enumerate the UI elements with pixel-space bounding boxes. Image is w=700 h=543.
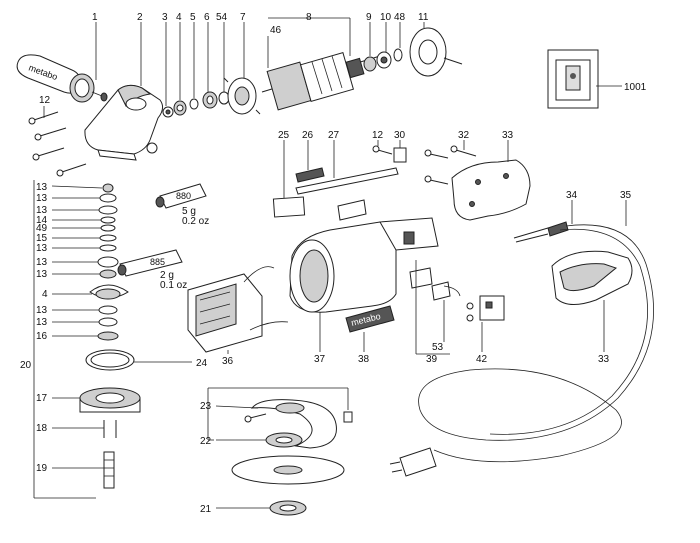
spindle-callout-4: 4 [42, 289, 48, 300]
spindle-callout-18: 18 [36, 423, 48, 434]
armature [261, 52, 381, 111]
rear-cover [424, 145, 531, 221]
grease-tube-880: 880 [155, 183, 207, 209]
screws-12-group [28, 111, 87, 177]
spindle-callout-13-d: 13 [36, 243, 48, 254]
callout-9: 9 [366, 12, 372, 23]
motor-housing [289, 217, 439, 313]
tube-885-label: 885 [150, 257, 165, 267]
callout-1001: 1001 [624, 82, 647, 93]
power-cable [389, 221, 654, 477]
rear-bearing-group [363, 48, 403, 72]
brush-holder-parts [272, 167, 399, 221]
callout-11: 11 [418, 12, 429, 23]
wheel-guard [244, 399, 353, 449]
inset-1001 [547, 49, 599, 109]
callout-5: 5 [190, 12, 196, 23]
screw-and-clip [372, 145, 407, 163]
callout-36: 36 [222, 356, 234, 367]
callout-34: 34 [566, 190, 578, 201]
suppressor [466, 295, 505, 322]
callout-30: 30 [394, 130, 406, 141]
spindle-callout-13-h: 13 [36, 317, 48, 328]
spindle-callout-20: 20 [20, 360, 32, 371]
callout-25: 25 [278, 130, 290, 141]
switch-parts [409, 267, 461, 301]
spindle-callout-24: 24 [196, 358, 208, 369]
tube-885-amount-g: 2 g [160, 270, 174, 281]
callout-10: 10 [380, 12, 392, 23]
spindle-stack [79, 183, 141, 489]
callout-26: 26 [302, 130, 314, 141]
callout-8: 8 [306, 12, 312, 23]
callout-37: 37 [314, 354, 326, 365]
tube-885-amount-oz: 0.1 oz [160, 280, 187, 291]
spindle-callout-13-b: 13 [36, 193, 48, 204]
spindle-callout-15: 15 [36, 233, 48, 244]
callout-38: 38 [358, 354, 370, 365]
callout-7: 7 [240, 12, 246, 23]
brand-label: metabo [345, 305, 395, 333]
small-bearings-group [162, 91, 230, 118]
callout-33-bottom: 33 [598, 354, 610, 365]
spindle-callout-13-g: 13 [36, 305, 48, 316]
bearing-flange [223, 77, 261, 115]
callout-23: 23 [200, 401, 212, 412]
fan-baffle [409, 27, 463, 77]
clamping-nut [269, 500, 307, 516]
callout-27: 27 [328, 130, 340, 141]
field-coil [187, 266, 289, 353]
callout-21: 21 [200, 504, 212, 515]
callout-4: 4 [176, 12, 182, 23]
spindle-callout-13-a: 13 [36, 182, 48, 193]
callout-33-top: 33 [502, 130, 514, 141]
spindle-callout-19: 19 [36, 463, 48, 474]
grease-tube-885: 885 [117, 249, 183, 277]
tube-880-amount-g: 5 g [182, 206, 196, 217]
callout-46: 46 [270, 25, 282, 36]
callout-32: 32 [458, 130, 470, 141]
callout-53: 53 [432, 342, 444, 353]
spindle-callout-14: 14 [36, 215, 48, 226]
callout-12-left: 12 [39, 95, 51, 106]
callout-12-middle: 12 [372, 130, 384, 141]
clamping-flange [265, 432, 303, 448]
callout-42: 42 [476, 354, 488, 365]
spindle-callout-17: 17 [36, 393, 48, 404]
callout-6: 6 [204, 12, 210, 23]
rear-handle-cover [551, 250, 633, 305]
spindle-callout-13-f: 13 [36, 269, 48, 280]
callout-54: 54 [216, 12, 228, 23]
spindle-callout-13-c: 13 [36, 205, 48, 216]
callout-39: 39 [426, 354, 438, 365]
callout-1: 1 [92, 12, 98, 23]
grinding-disc [231, 455, 345, 485]
tube-880-amount-oz: 0.2 oz [182, 216, 209, 227]
callout-3: 3 [162, 12, 168, 23]
spindle-callout-16: 16 [36, 331, 48, 342]
side-handle: metabo [16, 54, 108, 103]
spindle-callout-49: 49 [36, 223, 48, 234]
spindle-callout-13-e: 13 [36, 257, 48, 268]
gear-housing [84, 84, 164, 161]
callout-22: 22 [200, 436, 212, 447]
callout-48: 48 [394, 12, 406, 23]
tube-880-label: 880 [176, 191, 191, 201]
callout-35: 35 [620, 190, 632, 201]
callout-2: 2 [137, 12, 143, 23]
